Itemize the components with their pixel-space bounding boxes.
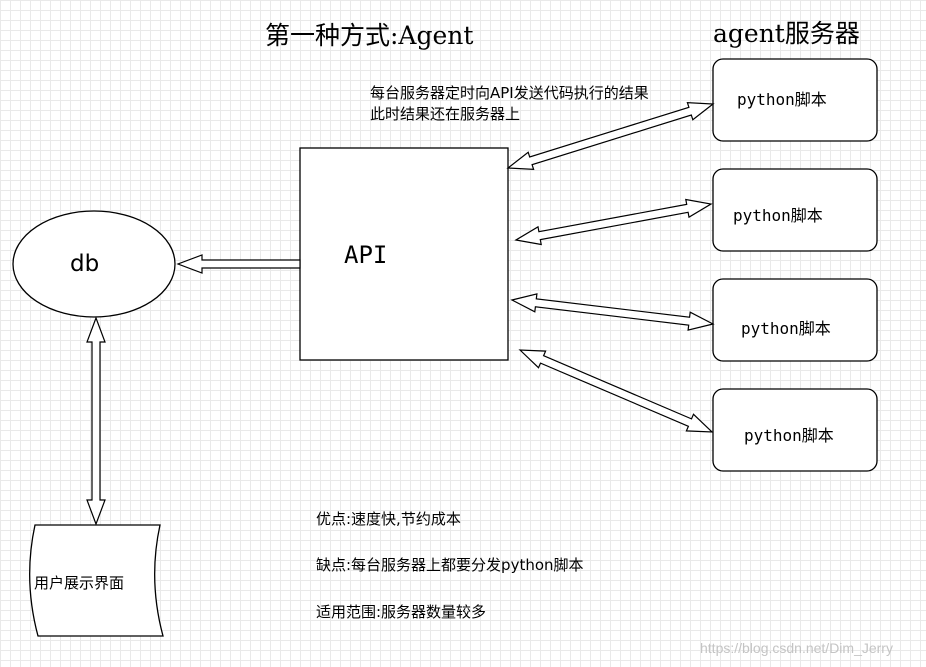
arrow-api-script-1 [506,101,715,171]
db-label: db [70,251,100,277]
top-note: 每台服务器定时向API发送代码执行的结果 此时结果还在服务器上 [370,83,649,125]
ui-label: 用户展示界面 [34,574,125,592]
arrow-api-script-3 [510,293,715,331]
script-label-2: python脚本 [733,206,823,225]
db-ellipse[interactable] [12,210,176,318]
arrow-api-to-db [176,254,301,274]
scope-note: 适用范围:服务器数量较多 [316,603,487,621]
watermark: https://blog.csdn.net/Dim_Jerry [700,640,893,656]
script-box-3[interactable] [712,278,878,362]
script-box-2[interactable] [712,168,878,252]
script-label-4: python脚本 [744,426,834,445]
page-title: 第一种方式:Agent [265,21,474,50]
agent-server-heading: agent服务器 [713,19,860,48]
arrow-api-script-2 [514,198,713,246]
api-box[interactable] [299,147,509,361]
script-label-1: python脚本 [737,90,827,109]
script-box-1[interactable] [712,58,878,142]
ui-document-shape[interactable] [29,524,164,637]
top-note-line-1: 每台服务器定时向API发送代码执行的结果 [370,84,649,102]
script-label-3: python脚本 [741,319,831,338]
api-label: API [344,241,388,269]
script-box-4[interactable] [712,388,878,472]
arrow-db-ui [86,316,106,526]
top-note-line-2: 此时结果还在服务器上 [370,105,521,123]
pros-note: 优点:速度快,节约成本 [316,510,461,528]
cons-note: 缺点:每台服务器上都要分发python脚本 [316,556,584,574]
arrow-api-script-4 [518,349,714,433]
